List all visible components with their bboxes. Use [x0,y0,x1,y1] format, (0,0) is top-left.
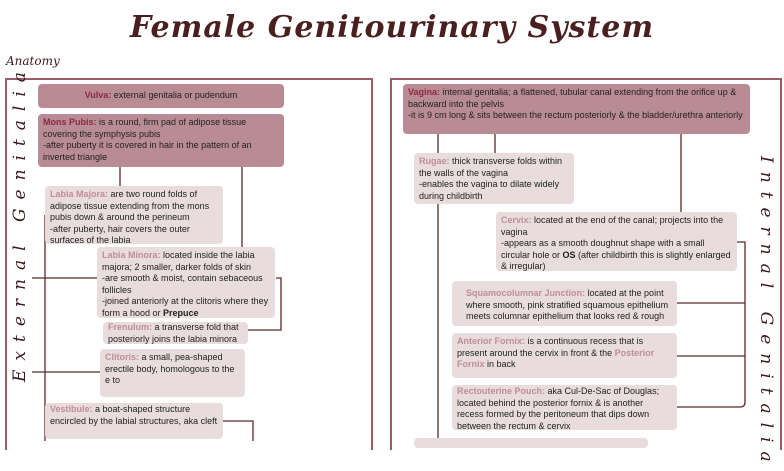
vagina-text: internal genitalia; a flattened, tubular… [408,87,737,109]
clitoris-box: Clitoris: a small, pea-shaped erectile b… [100,349,245,397]
mons-label: Mons Pubis: [43,117,97,127]
vestibule-box: Vestibule: a boat-shaped structure encir… [45,403,223,439]
vestibule-label: Vestibule: [50,404,93,414]
squamocolumnar-box: Squamocolumnar Junction: located at the … [452,281,677,326]
minora-text3: -joined anteriorly at the clitoris where… [102,296,269,318]
cervix-text2: -appears as a smooth doughnut shape with… [501,238,705,260]
cervix-label: Cervix: [501,215,532,225]
frenulum-label: Frenulum: [108,322,152,332]
fornix-pink: Posterior Fornix [457,347,655,370]
minora-label: Labia Minora: [102,250,161,260]
pouch-text: aka Cul-De-Sac of Douglas; located behin… [457,386,660,431]
clitoris-text2: e to [105,375,121,385]
mons-text: is a round, firm pad of adipose tissue c… [43,117,247,139]
cervix-text3: (after childbirth this is slightly enlar… [501,249,731,272]
page-title: Female Genitourinary System [129,10,655,45]
external-panel [5,78,373,450]
vagina-text2: -it is 9 cm long & sits between the rect… [408,110,743,120]
minora-text: located inside the labia majora; 2 small… [102,250,255,272]
vulva-text: external genitalia or pudendum [111,90,238,100]
fornix-label: Anterior Fornix: [457,336,526,346]
rectouterine-pouch-box: Rectouterine Pouch: aka Cul-De-Sac of Do… [452,385,677,431]
vestibule-text: a boat-shaped structure encircled by the… [50,404,218,426]
fornix-text: is a continuous recess that is present a… [457,336,644,358]
squamo-text: located at the point where smooth, pink … [466,288,669,321]
labia-minora-box: Labia Minora: located inside the labia m… [97,247,275,318]
anterior-fornix-box: Anterior Fornix: is a continuous recess … [452,333,677,378]
cervix-box: Cervix: located at the end of the canal;… [496,212,737,271]
cervix-bold: OS [562,249,576,260]
frenulum-box: Frenulum: a transverse fold that posteri… [103,322,248,344]
squamo-label: Squamocolumnar Junction: [466,288,586,298]
minora-bold: Prepuce [163,307,199,318]
vulva-box: Vulva: external genitalia or pudendum [38,84,284,108]
clitoris-label: Clitoris: [105,352,140,362]
connector-lines [32,134,746,441]
fornix-text2: in back [484,359,516,369]
mons-text2: -after puberty it is covered in hair in … [43,140,252,162]
clitoris-text: a small, pea-shaped erectile body, homol… [105,352,235,374]
pouch-label: Rectouterine Pouch: [457,386,546,396]
internal-panel [390,78,782,450]
vagina-label: Vagina: [408,87,441,97]
vulva-label: Vulva: [84,90,112,100]
rugae-label: Rugae: [419,156,450,166]
cervix-text: located at the end of the canal; project… [501,215,724,237]
mons-pubis-box: Mons Pubis: is a round, firm pad of adip… [38,114,284,167]
vagina-box: Vagina: internal genitalia; a flattened,… [403,84,750,134]
labia-majora-box: Labia Majora: are two round folds of adi… [45,186,223,246]
rugae-text: thick transverse folds within the walls … [419,156,563,178]
section-heading: Anatomy [6,54,60,68]
rugae-text2: -enables the vagina to dilate widely dur… [419,179,560,201]
majora-text: are two round folds of adipose tissue ex… [50,189,210,222]
frenulum-text: a transverse fold that posteriorly joins… [108,322,239,344]
majora-label: Labia Majora: [50,189,109,199]
minora-text2: -are smooth & moist, contain sebaceous f… [102,273,263,295]
rugae-box: Rugae: thick transverse folds within the… [414,153,574,204]
partial-box [414,438,648,448]
majora-text2: -after puberty, hair covers the outer su… [50,223,190,246]
